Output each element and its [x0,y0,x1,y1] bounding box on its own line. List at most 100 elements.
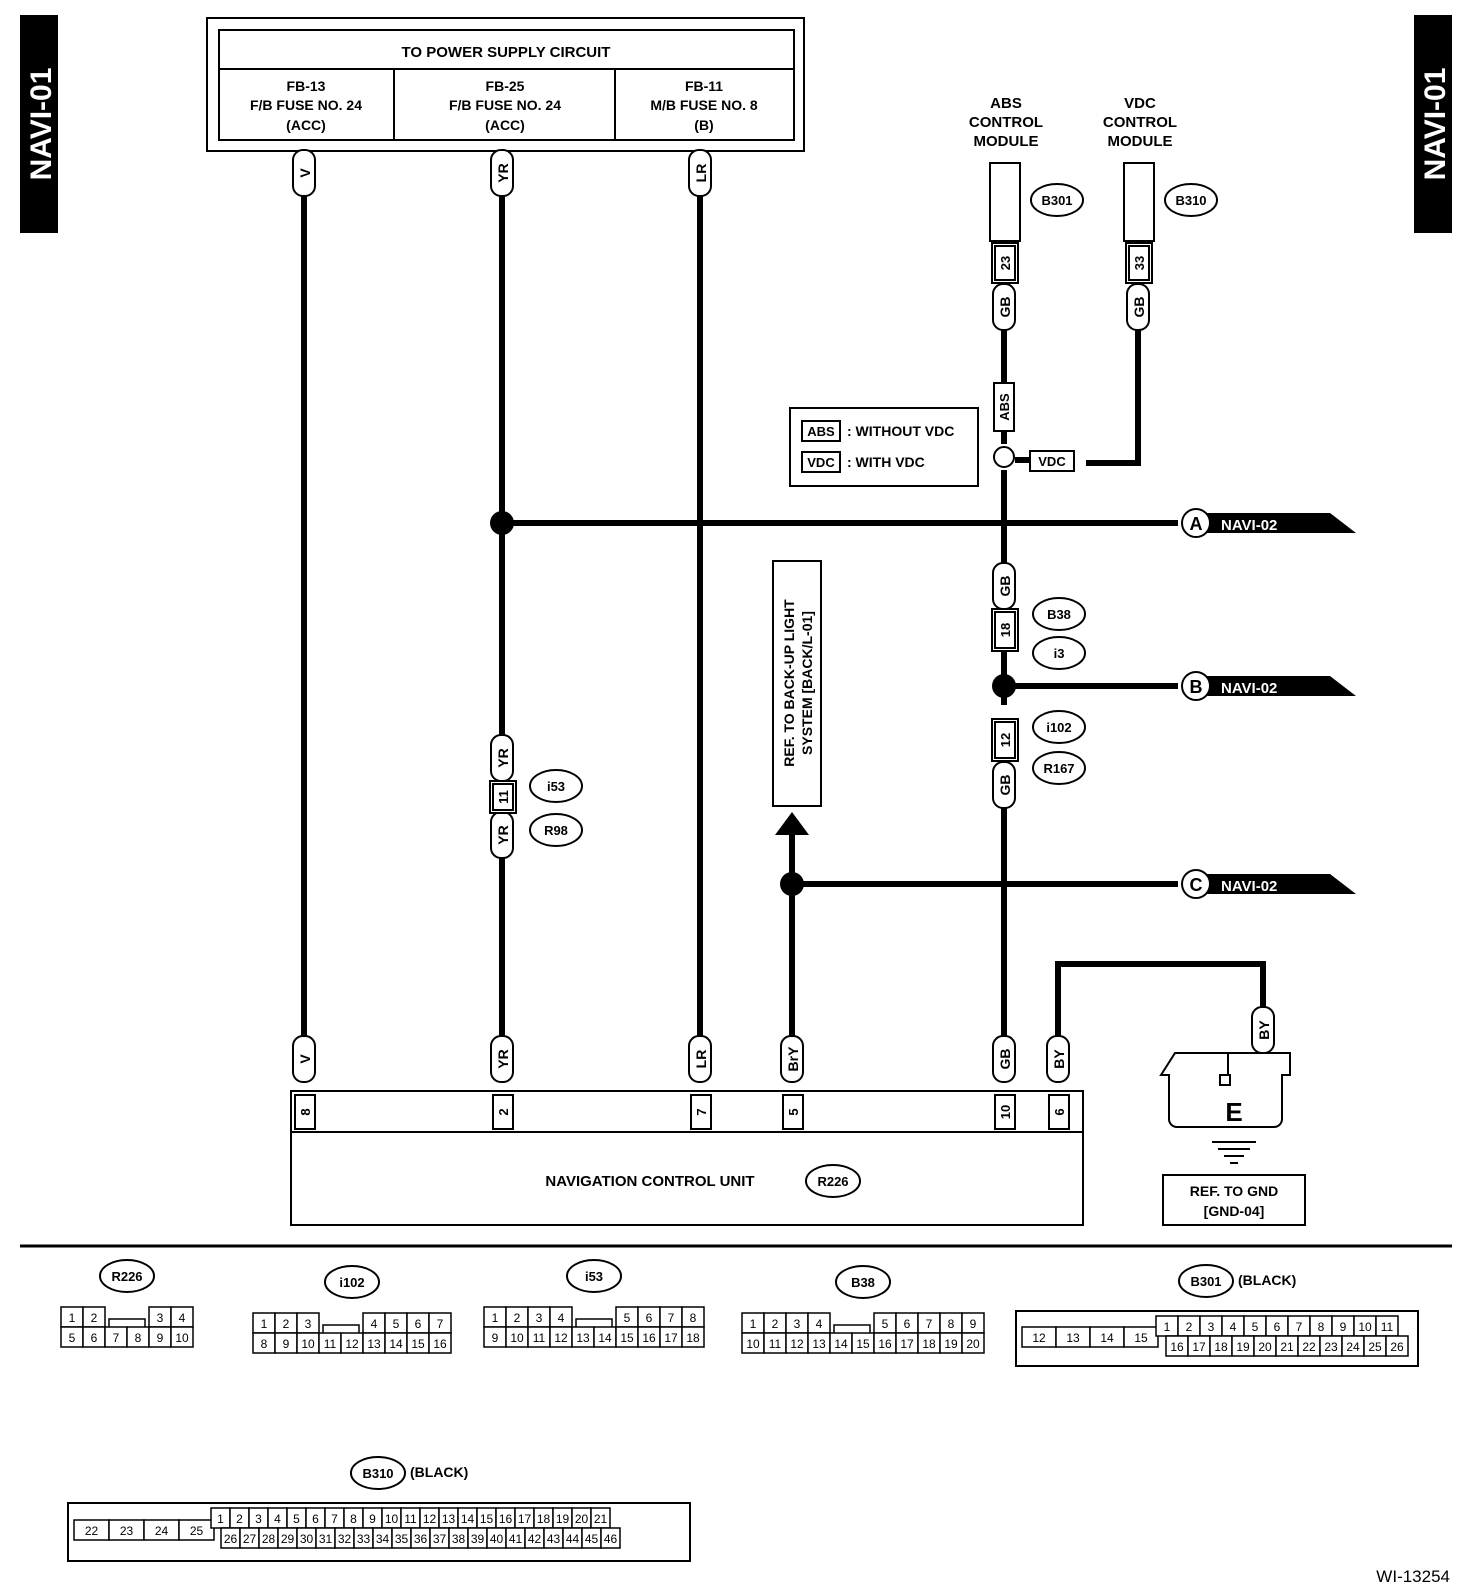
svg-text:GB: GB [997,297,1013,318]
pin-label: 5 [624,1311,631,1325]
connector-id-oval [1178,1264,1234,1298]
svg-text:YR: YR [495,748,511,767]
pin-label: 8 [350,1512,357,1526]
svg-text:: WITHOUT VDC: : WITHOUT VDC [847,423,954,439]
ground-connector: E REF. TO GND [GND-04] [1159,1052,1306,1226]
fuse-1-line-1: FB-13 [287,78,326,94]
pin-label: 4 [558,1311,565,1325]
pin-label: 44 [566,1532,580,1546]
pin-label: 25 [1368,1340,1382,1354]
pin-label: 1 [750,1317,757,1331]
pin-label: 11 [533,1331,546,1345]
pin-label: 11 [324,1337,337,1351]
pin-label: 16 [499,1512,513,1526]
pin-label: 3 [1208,1320,1215,1334]
pin-label: 26 [1390,1340,1404,1354]
pin-label: 18 [686,1331,700,1345]
pin-label: 26 [224,1532,238,1546]
svg-text:NAVI-02: NAVI-02 [1221,680,1277,697]
svg-text:YR: YR [495,1049,511,1068]
pin-label: 17 [900,1337,914,1351]
wire-label-gb-b38: GB [992,562,1016,610]
fuse-1-line-2: F/B FUSE NO. 24 [250,97,362,113]
wire-label-bry-bottom: BrY [780,1035,804,1083]
connector-color: (BLACK) [410,1464,468,1480]
connector-i53-r98: 11 i53 R98 [489,769,583,847]
pin-label: 3 [255,1512,262,1526]
pin-label: 12 [554,1331,568,1345]
pin-label: 14 [389,1337,403,1351]
pin-label: 33 [357,1532,371,1546]
pin-label: 21 [1280,1340,1294,1354]
ncu-connector-id: R226 [817,1174,848,1189]
wire-label-yr-i53-top: YR [490,734,514,782]
pin-label: 11 [1381,1320,1394,1334]
pin-label: 4 [816,1317,823,1331]
ncu-pin-5: 5 [786,1108,801,1115]
svg-text:LR: LR [693,1050,709,1069]
pin-label: 17 [664,1331,678,1345]
svg-text:V: V [297,1054,313,1064]
pin-label: 28 [262,1532,276,1546]
offpage-connector-c: C NAVI-02 [1181,869,1356,899]
fuse-3-line-2: M/B FUSE NO. 8 [650,97,758,113]
svg-text:MODULE: MODULE [974,133,1039,150]
ncu-title: NAVIGATION CONTROL UNIT [545,1173,754,1190]
pin-label: 9 [157,1331,164,1345]
pin-label: 24 [155,1524,169,1538]
pin-label: 18 [537,1512,551,1526]
svg-text:E: E [1225,1097,1242,1127]
pin-label: 9 [970,1317,977,1331]
connector-id-oval [99,1259,155,1293]
connector-i102-r167: 12 i102 R167 [991,710,1086,785]
connector-id-oval [324,1265,380,1299]
svg-text:18: 18 [998,623,1013,637]
wire-label-v-top: V [292,149,316,197]
pin-label: 30 [300,1532,314,1546]
pin-label: 13 [442,1512,456,1526]
wire-label-lr-bottom: LR [688,1035,712,1083]
pin-label: 22 [85,1524,99,1538]
svg-text:R167: R167 [1043,761,1074,776]
pin-label: 10 [301,1337,315,1351]
wire-label-by-bottom: BY [1046,1035,1070,1083]
svg-text:11: 11 [496,790,511,804]
pin-label: 13 [576,1331,590,1345]
wire-label-by-ground: BY [1251,1006,1275,1054]
wire-label-gb-abs: GB [992,283,1016,331]
pin-label: 15 [480,1512,494,1526]
pin-label: 8 [1318,1320,1325,1334]
pin-label: 17 [1192,1340,1206,1354]
wire-label-gb-vdc: GB [1126,283,1150,331]
pin-label: 10 [746,1337,760,1351]
pin-label: 2 [283,1317,290,1331]
pin-label: 1 [1164,1320,1171,1334]
latch [833,1324,871,1333]
pin-cell [961,1332,985,1354]
pin-label: 23 [120,1524,134,1538]
pin-label: 1 [69,1311,76,1325]
pin-label: 7 [113,1331,120,1345]
pin-label: 37 [433,1532,447,1546]
pin-label: 4 [1230,1320,1237,1334]
pin-label: 2 [91,1311,98,1325]
svg-text:[GND-04]: [GND-04] [1204,1203,1265,1219]
svg-text:LR: LR [693,164,709,183]
pin-label: 5 [882,1317,889,1331]
pin-label: 8 [261,1337,268,1351]
pin-label: 2 [1186,1320,1193,1334]
pin-label: 12 [790,1337,804,1351]
svg-text:MODULE: MODULE [1108,133,1173,150]
svg-text:BrY: BrY [785,1046,801,1072]
pin-label: 2 [514,1311,521,1325]
wire-label-gb-bottom: GB [992,1035,1016,1083]
svg-text:REF. TO BACK-UP LIGHT: REF. TO BACK-UP LIGHT [781,599,797,767]
pin-label: 20 [575,1512,589,1526]
fuse-2-line-1: FB-25 [486,78,525,94]
svg-text:ABS: ABS [997,393,1012,421]
pin-label: 19 [944,1337,958,1351]
svg-text:C: C [1190,875,1203,895]
pin-label: 4 [371,1317,378,1331]
